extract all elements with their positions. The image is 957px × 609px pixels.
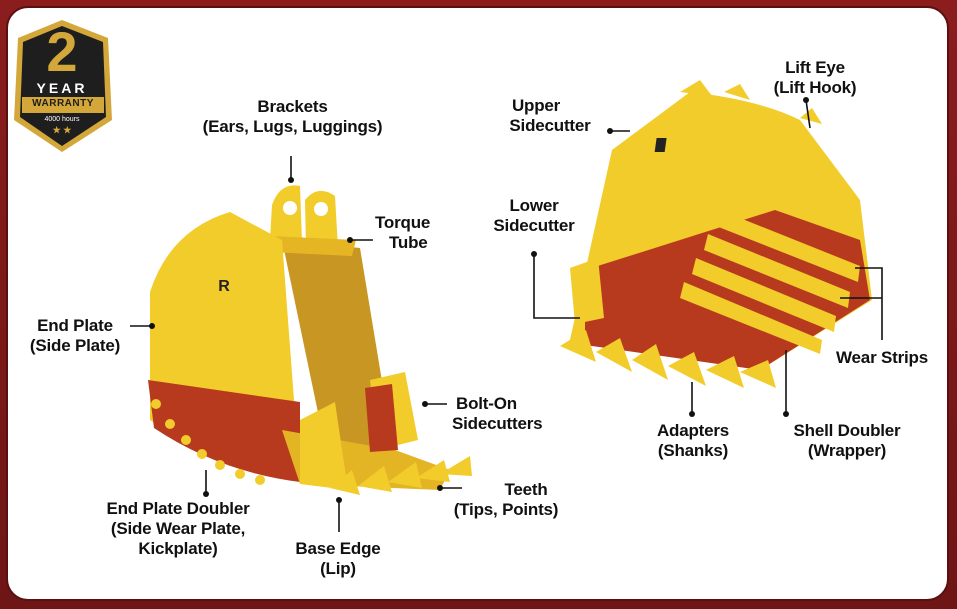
label-shell-doubler: Shell Doubler(Wrapper) xyxy=(772,421,922,461)
right-bucket xyxy=(560,80,872,388)
badge-hours: 4000 hours xyxy=(30,116,94,123)
label-brackets: Brackets(Ears, Lugs, Luggings) xyxy=(190,97,395,137)
label-teeth: Teeth(Tips, Points) xyxy=(436,480,576,520)
label-lift-eye: Lift Eye(Lift Hook) xyxy=(756,58,874,98)
label-end-plate-doubler: End Plate Doubler(Side Wear Plate,Kickpl… xyxy=(70,499,286,559)
label-end-plate: End Plate(Side Plate) xyxy=(16,316,134,356)
label-adapters: Adapters(Shanks) xyxy=(638,421,748,461)
label-wear-strips: Wear Strips xyxy=(820,348,944,368)
label-base-edge: Base Edge(Lip) xyxy=(278,539,398,579)
bucket-logo-mark: R xyxy=(214,278,234,296)
badge-year: YEAR xyxy=(30,80,94,96)
badge-number: 2 xyxy=(38,22,86,82)
badge-stars: ★ ★ xyxy=(36,125,88,136)
badge-warranty: WARRANTY xyxy=(24,98,102,109)
